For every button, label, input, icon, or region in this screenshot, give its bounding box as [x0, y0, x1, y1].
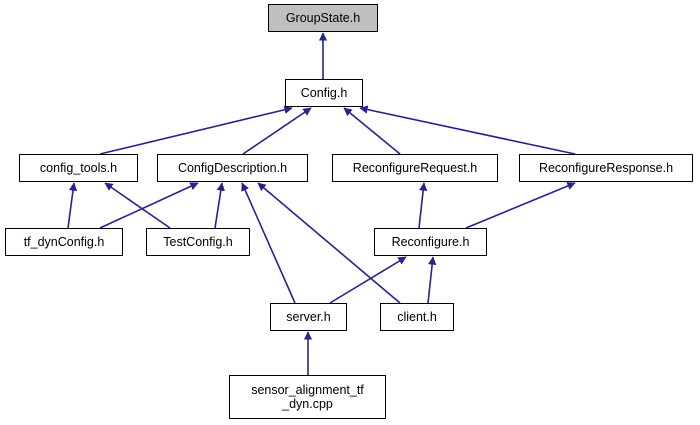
node-sensorapp[interactable]: sensor_alignment_tf _dyn.cpp [229, 375, 386, 419]
node-config[interactable]: Config.h [285, 79, 363, 107]
node-label-groupstate: GroupState.h [285, 11, 361, 25]
node-server[interactable]: server.h [270, 303, 347, 331]
edge-respheader-to-config [359, 105, 576, 155]
node-client[interactable]: client.h [380, 303, 454, 331]
edge-reconfigure-to-respheader [465, 182, 576, 229]
edge-testconfig-to-configdesc [214, 182, 225, 229]
edge-client-to-reconfigure [427, 256, 437, 304]
node-configdesc[interactable]: ConfigDescription.h [157, 154, 308, 182]
node-groupstate[interactable]: GroupState.h [268, 4, 378, 32]
node-respheader[interactable]: ReconfigureResponse.h [519, 154, 693, 182]
node-label-respheader: ReconfigureResponse.h [538, 161, 674, 175]
node-label-server: server.h [286, 310, 331, 324]
node-reqheader[interactable]: ReconfigureRequest.h [332, 154, 498, 182]
node-configtools[interactable]: config_tools.h [19, 154, 138, 182]
edge-tfdyn-to-configdesc [99, 182, 199, 229]
edge-tfdyn-to-configtools [67, 182, 78, 229]
node-testconfig[interactable]: TestConfig.h [146, 228, 250, 256]
node-label-testconfig: TestConfig.h [163, 235, 233, 249]
node-label-config: Config.h [300, 86, 348, 100]
node-label-reconfigure: Reconfigure.h [391, 235, 470, 249]
edge-server-to-reconfigure [329, 256, 407, 304]
node-reconfigure[interactable]: Reconfigure.h [374, 228, 487, 256]
node-label-tfdyn: tf_dynConfig.h [23, 235, 105, 249]
node-label-configdesc: ConfigDescription.h [177, 161, 288, 175]
node-label-client: client.h [397, 310, 437, 324]
node-label-configtools: config_tools.h [39, 161, 118, 175]
edge-testconfig-to-configtools [104, 182, 171, 229]
node-tfdyn[interactable]: tf_dynConfig.h [5, 228, 123, 256]
edge-configdesc-to-config [242, 107, 312, 155]
node-label-sensorapp: sensor_alignment_tf _dyn.cpp [251, 383, 364, 411]
node-label-reqheader: ReconfigureRequest.h [352, 161, 478, 175]
edge-configtools-to-config [99, 105, 293, 155]
edge-reconfigure-to-reqheader [418, 182, 428, 229]
edge-reqheader-to-config [343, 107, 401, 155]
